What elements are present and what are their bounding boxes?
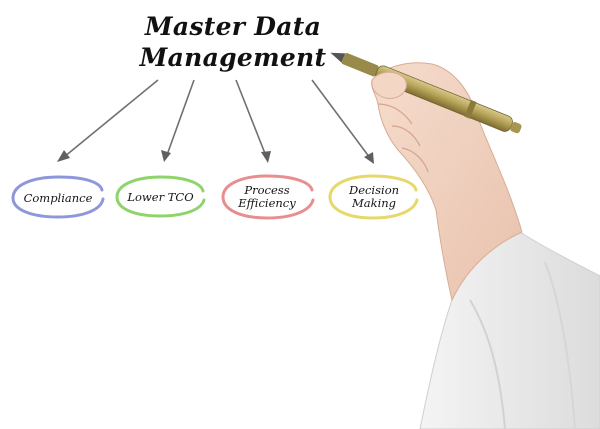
node-label-process-efficiency: Process Efficiency bbox=[238, 183, 296, 210]
arrow-to-compliance bbox=[57, 79, 159, 162]
compliance-ellipse bbox=[11, 175, 105, 219]
decision-making-ellipse bbox=[328, 174, 419, 220]
node-ellipses bbox=[11, 174, 419, 220]
pen bbox=[330, 52, 522, 134]
process-efficiency-ellipse bbox=[221, 174, 315, 220]
node-label-compliance: Compliance bbox=[23, 191, 93, 205]
node-label-lower-tco: Lower TCO bbox=[127, 190, 194, 204]
hand-with-pen bbox=[330, 52, 600, 429]
diagram-title-line-1: Master Data bbox=[144, 12, 322, 41]
arrow-to-lower-tco bbox=[161, 79, 195, 162]
arrows bbox=[57, 79, 374, 164]
lower-tco-ellipse bbox=[115, 175, 206, 218]
thumb bbox=[371, 71, 407, 99]
hand bbox=[371, 62, 523, 302]
diagram-title-line-2: Management bbox=[139, 43, 327, 72]
node-label-decision-making: Decision Making bbox=[348, 183, 400, 210]
arrow-to-process-efficiency bbox=[235, 79, 271, 163]
arrow-to-decision-making bbox=[311, 79, 374, 164]
